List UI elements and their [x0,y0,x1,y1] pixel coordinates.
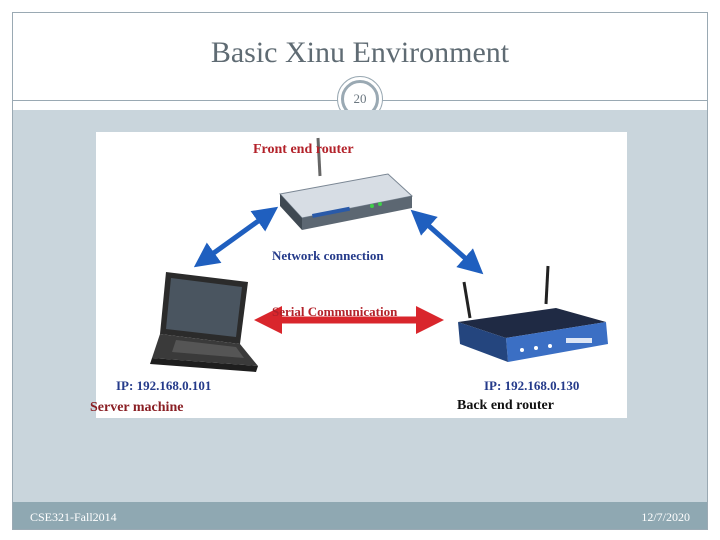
back-end-router-label: Back end router [457,398,554,413]
front-end-router-label: Front end router [253,142,354,157]
slide-frame [12,12,708,530]
server-ip-label: IP: 192.168.0.101 [116,378,212,393]
slide-title: Basic Xinu Environment [210,36,510,69]
network-arrow-right [410,209,484,275]
server-machine-label: Server machine [90,400,184,415]
network-connection-label: Network connection [272,248,384,263]
footer-bar [13,502,707,529]
front-end-router-icon [279,137,414,230]
serial-communication-label: Serial Communication [272,304,398,319]
back-end-ip-label: IP: 192.168.0.130 [484,378,580,393]
footer-course: CSE321-Fall2014 [30,510,117,524]
back-end-router-icon [458,265,608,362]
laptop-icon [150,272,258,372]
network-arrow-left [193,206,279,268]
footer-date: 12/7/2020 [641,510,690,524]
network-diagram: Front end router Network connection Seri… [96,132,627,418]
